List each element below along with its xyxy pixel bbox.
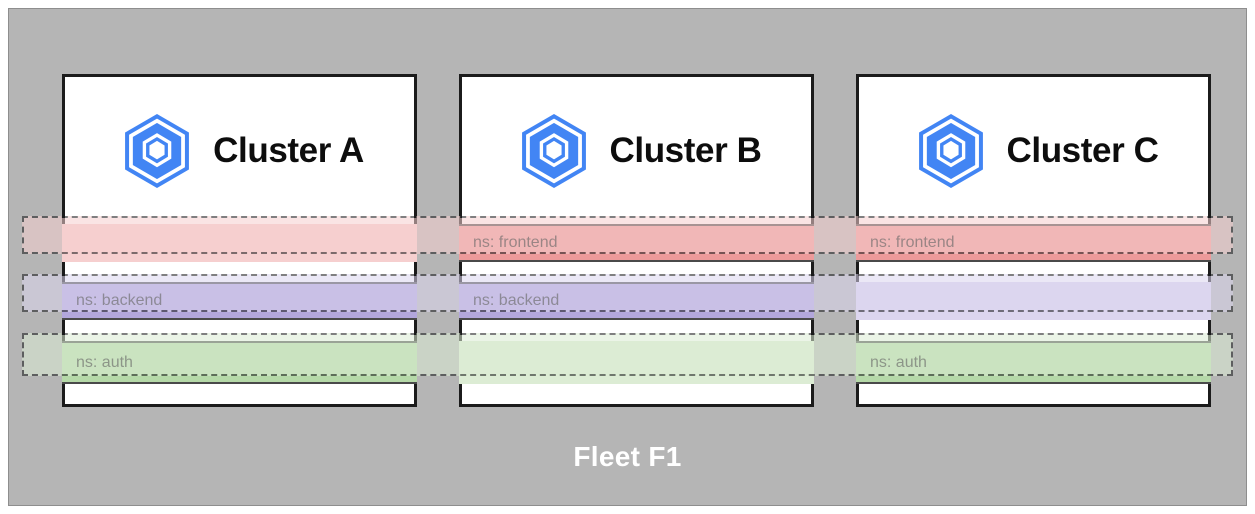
ns-cell-frontend[interactable] (62, 224, 417, 262)
gke-cluster-icon (521, 113, 586, 188)
ns-slot-auth: ns: auth (856, 341, 1211, 384)
ns-cell-label: ns: auth (870, 353, 927, 371)
ns-cell-auth[interactable] (459, 341, 814, 384)
cluster-title: Cluster C (1006, 131, 1159, 170)
ns-slot-backend: ns: backend (62, 282, 417, 320)
ns-cell-label: ns: frontend (473, 234, 558, 251)
ns-slot-backend: ns: backend (459, 282, 814, 320)
ns-slot-auth (459, 341, 814, 384)
ns-cell-backend[interactable]: ns: backend (459, 282, 814, 320)
ns-cell-label: ns: auth (76, 353, 133, 371)
fleet-panel: Cluster A ns: backend ns: auth (8, 8, 1247, 506)
cluster-title: Cluster B (609, 131, 762, 170)
ns-cell-frontend[interactable]: ns: frontend (856, 224, 1211, 262)
cluster-card-a[interactable]: Cluster A ns: backend ns: auth (62, 74, 417, 407)
ns-cell-auth[interactable]: ns: auth (62, 341, 417, 384)
ns-cell-label: ns: frontend (870, 234, 955, 251)
cluster-title: Cluster A (213, 131, 364, 170)
fleet-name-label: Fleet F1 (573, 441, 682, 472)
cluster-header: Cluster C (859, 77, 1208, 224)
ns-slot-backend (856, 282, 1211, 320)
cluster-header: Cluster A (65, 77, 414, 224)
cluster-header: Cluster B (462, 77, 811, 224)
ns-cell-auth[interactable]: ns: auth (856, 341, 1211, 384)
cluster-card-c[interactable]: Cluster C ns: frontend ns: auth (856, 74, 1211, 407)
cluster-card-b[interactable]: Cluster B ns: frontend ns: backend (459, 74, 814, 407)
ns-cell-backend[interactable] (856, 282, 1211, 320)
ns-cell-label: ns: backend (76, 292, 163, 309)
ns-slot-auth: ns: auth (62, 341, 417, 384)
ns-cell-label: ns: backend (473, 292, 560, 309)
gke-cluster-icon (918, 113, 983, 188)
ns-cell-backend[interactable]: ns: backend (62, 282, 417, 320)
ns-cell-frontend[interactable]: ns: frontend (459, 224, 814, 262)
ns-slot-frontend (62, 224, 417, 262)
ns-slot-frontend: ns: frontend (459, 224, 814, 262)
gke-cluster-icon (125, 113, 190, 188)
ns-slot-frontend: ns: frontend (856, 224, 1211, 262)
